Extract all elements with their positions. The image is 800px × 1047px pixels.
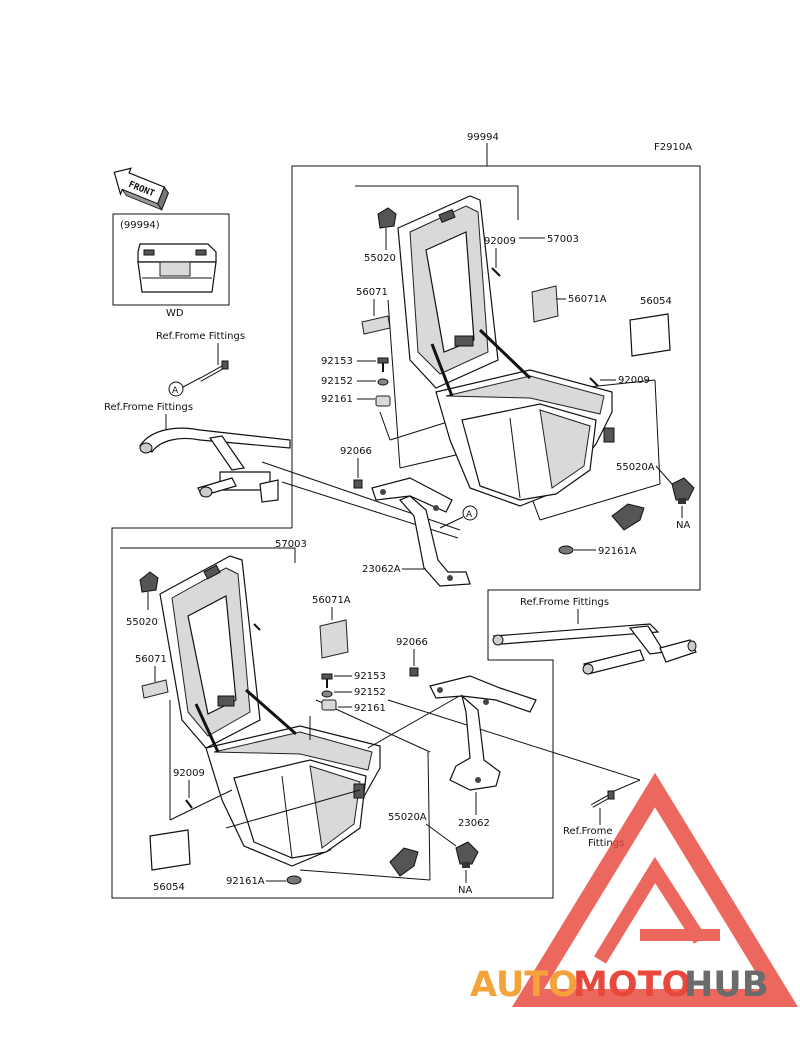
part-92066-lower: 92066: [396, 637, 428, 648]
part-55020a-upper: 55020A: [616, 462, 655, 473]
part-92152-upper: 92152: [321, 376, 353, 387]
ref-label-1: Ref.Frome Fittings: [156, 331, 245, 342]
part-92161a-lower: 92161A: [226, 876, 265, 887]
part-92066-upper: 92066: [340, 446, 372, 457]
part-92161a-upper: 92161A: [598, 546, 637, 557]
label-sticker-icon: [319, 619, 349, 659]
part-92009-upper-b: 92009: [618, 375, 650, 386]
washer-icon: [377, 378, 389, 386]
screw-icon: [377, 357, 389, 372]
watermark-part-2: MOTO: [573, 965, 691, 1005]
part-23062-lower: 23062: [458, 818, 490, 829]
watermark-part-1: AUTO: [470, 965, 578, 1005]
part-57003-upper: 57003: [547, 234, 579, 245]
part-56071-lower: 56071: [135, 654, 167, 665]
part-56071-upper: 56071: [356, 287, 388, 298]
ref-label-3: Ref.Frome Fittings: [520, 597, 609, 608]
part-56071a-upper: 56071A: [568, 294, 607, 305]
bolt-icon: [591, 790, 615, 808]
part-55020a-lower: 55020A: [388, 812, 427, 823]
part-92009-lower: 92009: [173, 768, 205, 779]
part-56071a-lower: 56071A: [312, 595, 351, 606]
bolt-icon: [199, 360, 229, 382]
screw-icon: [321, 673, 333, 688]
label-sticker-icon: [141, 679, 169, 699]
part-na-lower: NA: [458, 885, 472, 896]
lower-part-labels: 57003 56071A 55020 56071 92153 92152 921…: [126, 539, 624, 896]
assembly-number: 99994: [467, 132, 499, 143]
watermark-logo: [511, 772, 799, 1007]
label-sticker-icon: [149, 829, 191, 871]
part-na-upper: NA: [676, 520, 690, 531]
part-92153-lower: 92153: [354, 671, 386, 682]
kit-box-code: WD: [166, 308, 184, 319]
frame-fitting-right: Ref.Frome Fittings: [492, 597, 697, 675]
latch-icon: [139, 571, 159, 610]
label-sticker-icon: [361, 315, 391, 335]
latch-icon: [377, 207, 397, 250]
part-92153-upper: 92153: [321, 356, 353, 367]
grommet-icon: [321, 699, 337, 711]
storage-box-upper: [397, 195, 615, 507]
part-56054-upper: 56054: [640, 296, 672, 307]
part-56054-lower: 56054: [153, 882, 185, 893]
part-92161-upper: 92161: [321, 394, 353, 405]
part-23062a-upper: 23062A: [362, 564, 401, 575]
front-arrow-icon: FRONT: [113, 167, 169, 211]
ref-label-4-line1: Ref.Frome: [563, 826, 613, 837]
grommet-icon: [286, 875, 302, 885]
small-screw-icon: [589, 377, 599, 387]
buckle-icon: [611, 503, 645, 531]
knob-icon: [455, 841, 479, 868]
label-sticker-icon: [531, 285, 559, 323]
buckle-icon: [389, 847, 419, 877]
watermark-part-3: HUB: [684, 965, 768, 1005]
frame-fitting-upper-left: Ref.Frome Fittings A Ref.Frome Fittings: [104, 331, 291, 503]
part-92161-lower: 92161: [354, 703, 386, 714]
grommet-icon: [558, 545, 574, 555]
bracket-lower: [429, 675, 537, 791]
part-55020-upper: 55020: [364, 253, 396, 264]
figure-code: F2910A: [654, 142, 692, 153]
ref-label-4-line2: Fittings: [588, 838, 624, 849]
small-screw-icon: [491, 267, 501, 277]
storage-box-lower: [159, 555, 381, 867]
upper-part-labels: 57003 55020 92009 56071A 56054 56071 921…: [321, 234, 690, 575]
label-sticker-icon: [629, 313, 671, 357]
guide-lines-lower: [169, 689, 641, 881]
nut-icon: [409, 667, 419, 677]
watermark-text: AUTO MOTO HUB: [470, 965, 768, 1005]
part-55020-lower: 55020: [126, 617, 158, 628]
bracket-upper: [371, 477, 471, 587]
assembly-frame: [111, 143, 701, 899]
grommet-icon: [375, 395, 391, 407]
callout-a-1: A: [172, 386, 179, 396]
kit-box: (99994) WD: [112, 213, 230, 319]
nut-icon: [353, 479, 363, 489]
storage-box-icon: [137, 243, 217, 293]
callout-a-2: A: [466, 510, 473, 520]
part-92152-lower: 92152: [354, 687, 386, 698]
washer-icon: [321, 690, 333, 698]
knob-icon: [671, 477, 695, 504]
small-screw-icon: [185, 799, 193, 809]
part-92009-upper-a: 92009: [484, 236, 516, 247]
ref-label-2: Ref.Frome Fittings: [104, 402, 193, 413]
small-screw-icon: [253, 623, 261, 631]
part-57003-lower: 57003: [275, 539, 307, 550]
kit-box-ref: (99994): [120, 220, 160, 231]
